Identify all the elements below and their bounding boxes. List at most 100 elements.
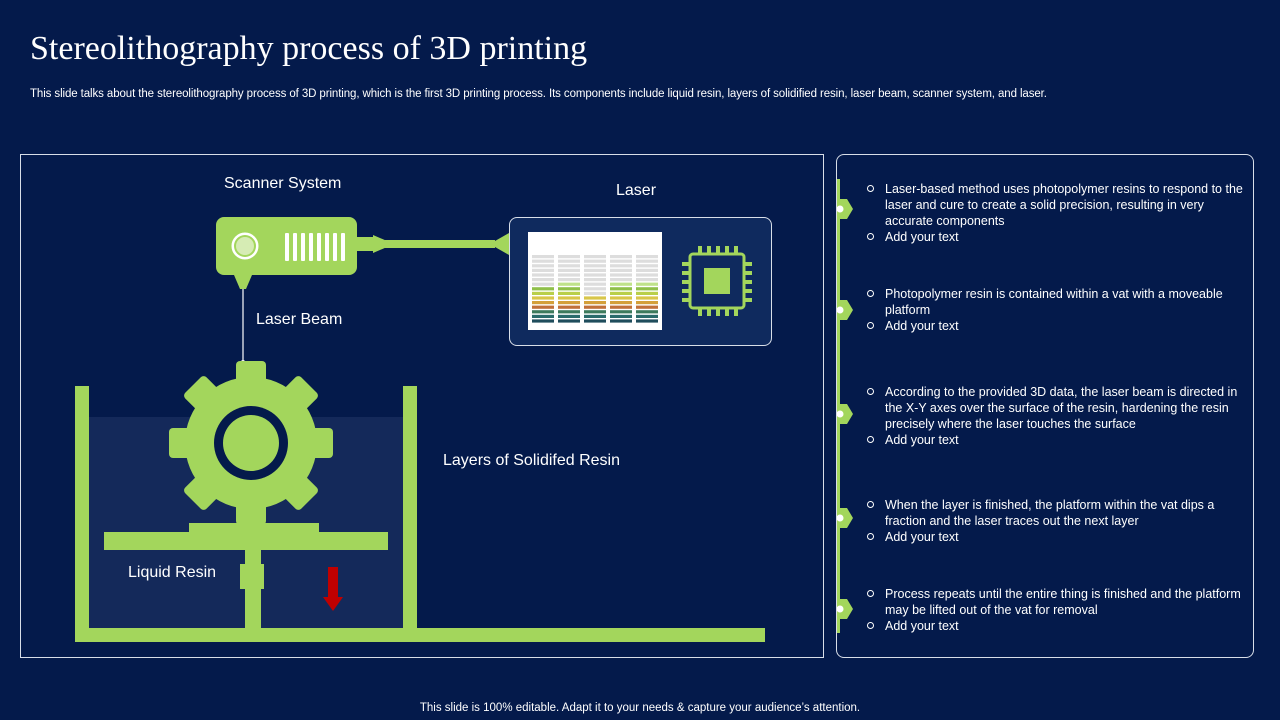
- bullet-icon: [867, 622, 874, 629]
- step-text: Photopolymer resin is contained within a…: [885, 287, 1223, 317]
- step-item: According to the provided 3D data, the l…: [867, 384, 1243, 448]
- equalizer-segment: [636, 278, 658, 281]
- equalizer-segment: [558, 310, 580, 313]
- step-subtext: Add your text: [885, 230, 959, 244]
- equalizer-segment: [532, 319, 554, 322]
- equalizer-segment: [584, 315, 606, 318]
- equalizer-segment: [636, 296, 658, 299]
- equalizer-segment: [610, 273, 632, 276]
- equalizer-segment: [558, 296, 580, 299]
- equalizer-segment: [610, 315, 632, 318]
- scanner-system-label: Scanner System: [224, 175, 341, 193]
- laser-beam-label: Laser Beam: [256, 311, 342, 329]
- equalizer-segment: [558, 306, 580, 309]
- equalizer-segment: [584, 306, 606, 309]
- equalizer-segment: [584, 296, 606, 299]
- bullet-icon: [867, 185, 874, 192]
- equalizer-segment: [558, 292, 580, 295]
- bullet-icon: [867, 322, 874, 329]
- equalizer-segment: [636, 319, 658, 322]
- equalizer-segment: [610, 292, 632, 295]
- equalizer-segment: [584, 287, 606, 290]
- equalizer-segment: [558, 283, 580, 286]
- equalizer-segment: [584, 278, 606, 281]
- equalizer-segment: [532, 287, 554, 290]
- equalizer-segment: [532, 306, 554, 309]
- equalizer-segment: [558, 255, 580, 258]
- equalizer-segment: [532, 296, 554, 299]
- equalizer-segment: [532, 278, 554, 281]
- step-item: Laser-based method uses photopolymer res…: [867, 181, 1243, 245]
- equalizer-segment: [610, 301, 632, 304]
- scanner-cable: [385, 240, 495, 248]
- bullet-icon: [867, 290, 874, 297]
- equalizer-segment: [532, 255, 554, 258]
- equalizer-segment: [532, 301, 554, 304]
- bullet-icon: [867, 590, 874, 597]
- equalizer-segment: [610, 255, 632, 258]
- equalizer-segment: [558, 319, 580, 322]
- step-subtext: Add your text: [885, 619, 959, 633]
- equalizer-segment: [584, 264, 606, 267]
- step-item: Photopolymer resin is contained within a…: [867, 286, 1243, 334]
- equalizer-segment: [584, 301, 606, 304]
- equalizer-segment: [558, 260, 580, 263]
- equalizer-segment: [610, 296, 632, 299]
- bullet-icon: [867, 233, 874, 240]
- diagram-panel: Scanner System Laser Laser Beam Layers o…: [20, 154, 824, 658]
- step-text: When the layer is finished, the platform…: [885, 498, 1214, 528]
- equalizer-segment: [532, 273, 554, 276]
- equalizer-segment: [558, 264, 580, 267]
- step-subtext: Add your text: [885, 433, 959, 447]
- platform-shaft: [245, 550, 261, 630]
- equalizer-segment: [610, 287, 632, 290]
- vat-right-wall: [403, 386, 417, 630]
- step-item: When the layer is finished, the platform…: [867, 497, 1243, 545]
- equalizer-segment: [584, 283, 606, 286]
- equalizer-segment: [636, 283, 658, 286]
- equalizer-segment: [636, 315, 658, 318]
- equalizer-segment: [636, 306, 658, 309]
- equalizer-segment: [636, 273, 658, 276]
- platform-top: [189, 523, 319, 533]
- vat-base: [75, 628, 765, 642]
- equalizer-segment: [636, 269, 658, 272]
- bullet-icon: [867, 501, 874, 508]
- equalizer-segment: [610, 278, 632, 281]
- equalizer-segment: [558, 273, 580, 276]
- bullet-icon: [867, 533, 874, 540]
- laser-label: Laser: [616, 182, 656, 200]
- equalizer-segment: [532, 283, 554, 286]
- step-text: Laser-based method uses photopolymer res…: [885, 182, 1243, 228]
- equalizer-segment: [610, 283, 632, 286]
- equalizer-segment: [532, 264, 554, 267]
- steps-panel: Laser-based method uses photopolymer res…: [836, 154, 1254, 658]
- chip-icon: [682, 246, 752, 316]
- equalizer-segment: [636, 287, 658, 290]
- equalizer-segment: [558, 287, 580, 290]
- equalizer-segment: [558, 278, 580, 281]
- slide-subtitle: This slide talks about the stereolithogr…: [30, 88, 1047, 100]
- step-subtext: Add your text: [885, 530, 959, 544]
- build-platform: [104, 532, 388, 550]
- layers-label: Layers of Solidifed Resin: [443, 452, 620, 470]
- timeline: [837, 155, 867, 657]
- equalizer-segment: [636, 260, 658, 263]
- equalizer-segment: [584, 292, 606, 295]
- equalizer-segment: [636, 301, 658, 304]
- equalizer-segment: [636, 310, 658, 313]
- equalizer-segment: [532, 315, 554, 318]
- step-text: According to the provided 3D data, the l…: [885, 385, 1237, 431]
- scanner-nozzle: [234, 275, 252, 289]
- footer-note: This slide is 100% editable. Adapt it to…: [0, 702, 1280, 714]
- equalizer-segment: [610, 310, 632, 313]
- equalizer-segment: [532, 260, 554, 263]
- equalizer-segment: [532, 310, 554, 313]
- equalizer-segment: [584, 255, 606, 258]
- equalizer-segment: [610, 306, 632, 309]
- equalizer-segment: [584, 319, 606, 322]
- equalizer-segment: [584, 269, 606, 272]
- equalizer-segment: [610, 319, 632, 322]
- equalizer-segment: [558, 269, 580, 272]
- equalizer-segment: [584, 273, 606, 276]
